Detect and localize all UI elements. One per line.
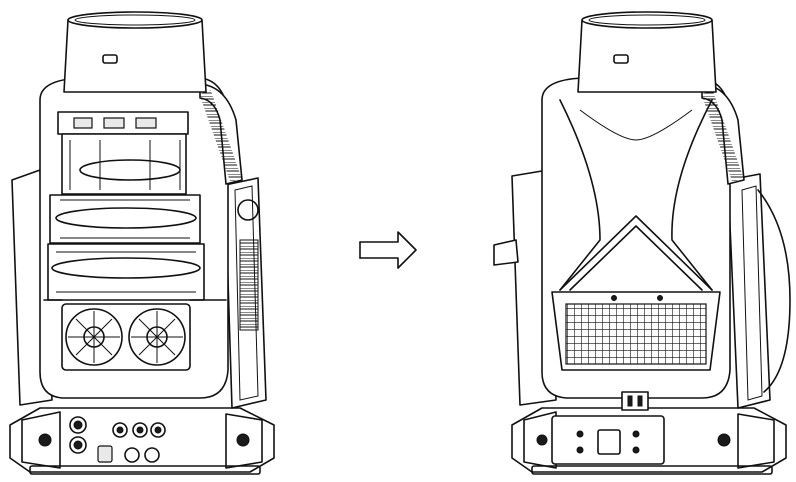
left-moving-head xyxy=(9,11,275,475)
right-moving-head xyxy=(493,11,791,475)
right-control-panel xyxy=(551,415,665,465)
left-base xyxy=(9,407,275,475)
right-head xyxy=(541,77,745,411)
right-lens-housing xyxy=(577,11,717,93)
left-fan-pair xyxy=(61,303,191,371)
left-head xyxy=(39,77,243,399)
left-lens-housing xyxy=(63,11,207,93)
left-connectors xyxy=(69,416,166,463)
right-rear-vent xyxy=(551,291,721,371)
right-arrow-icon xyxy=(359,231,417,269)
